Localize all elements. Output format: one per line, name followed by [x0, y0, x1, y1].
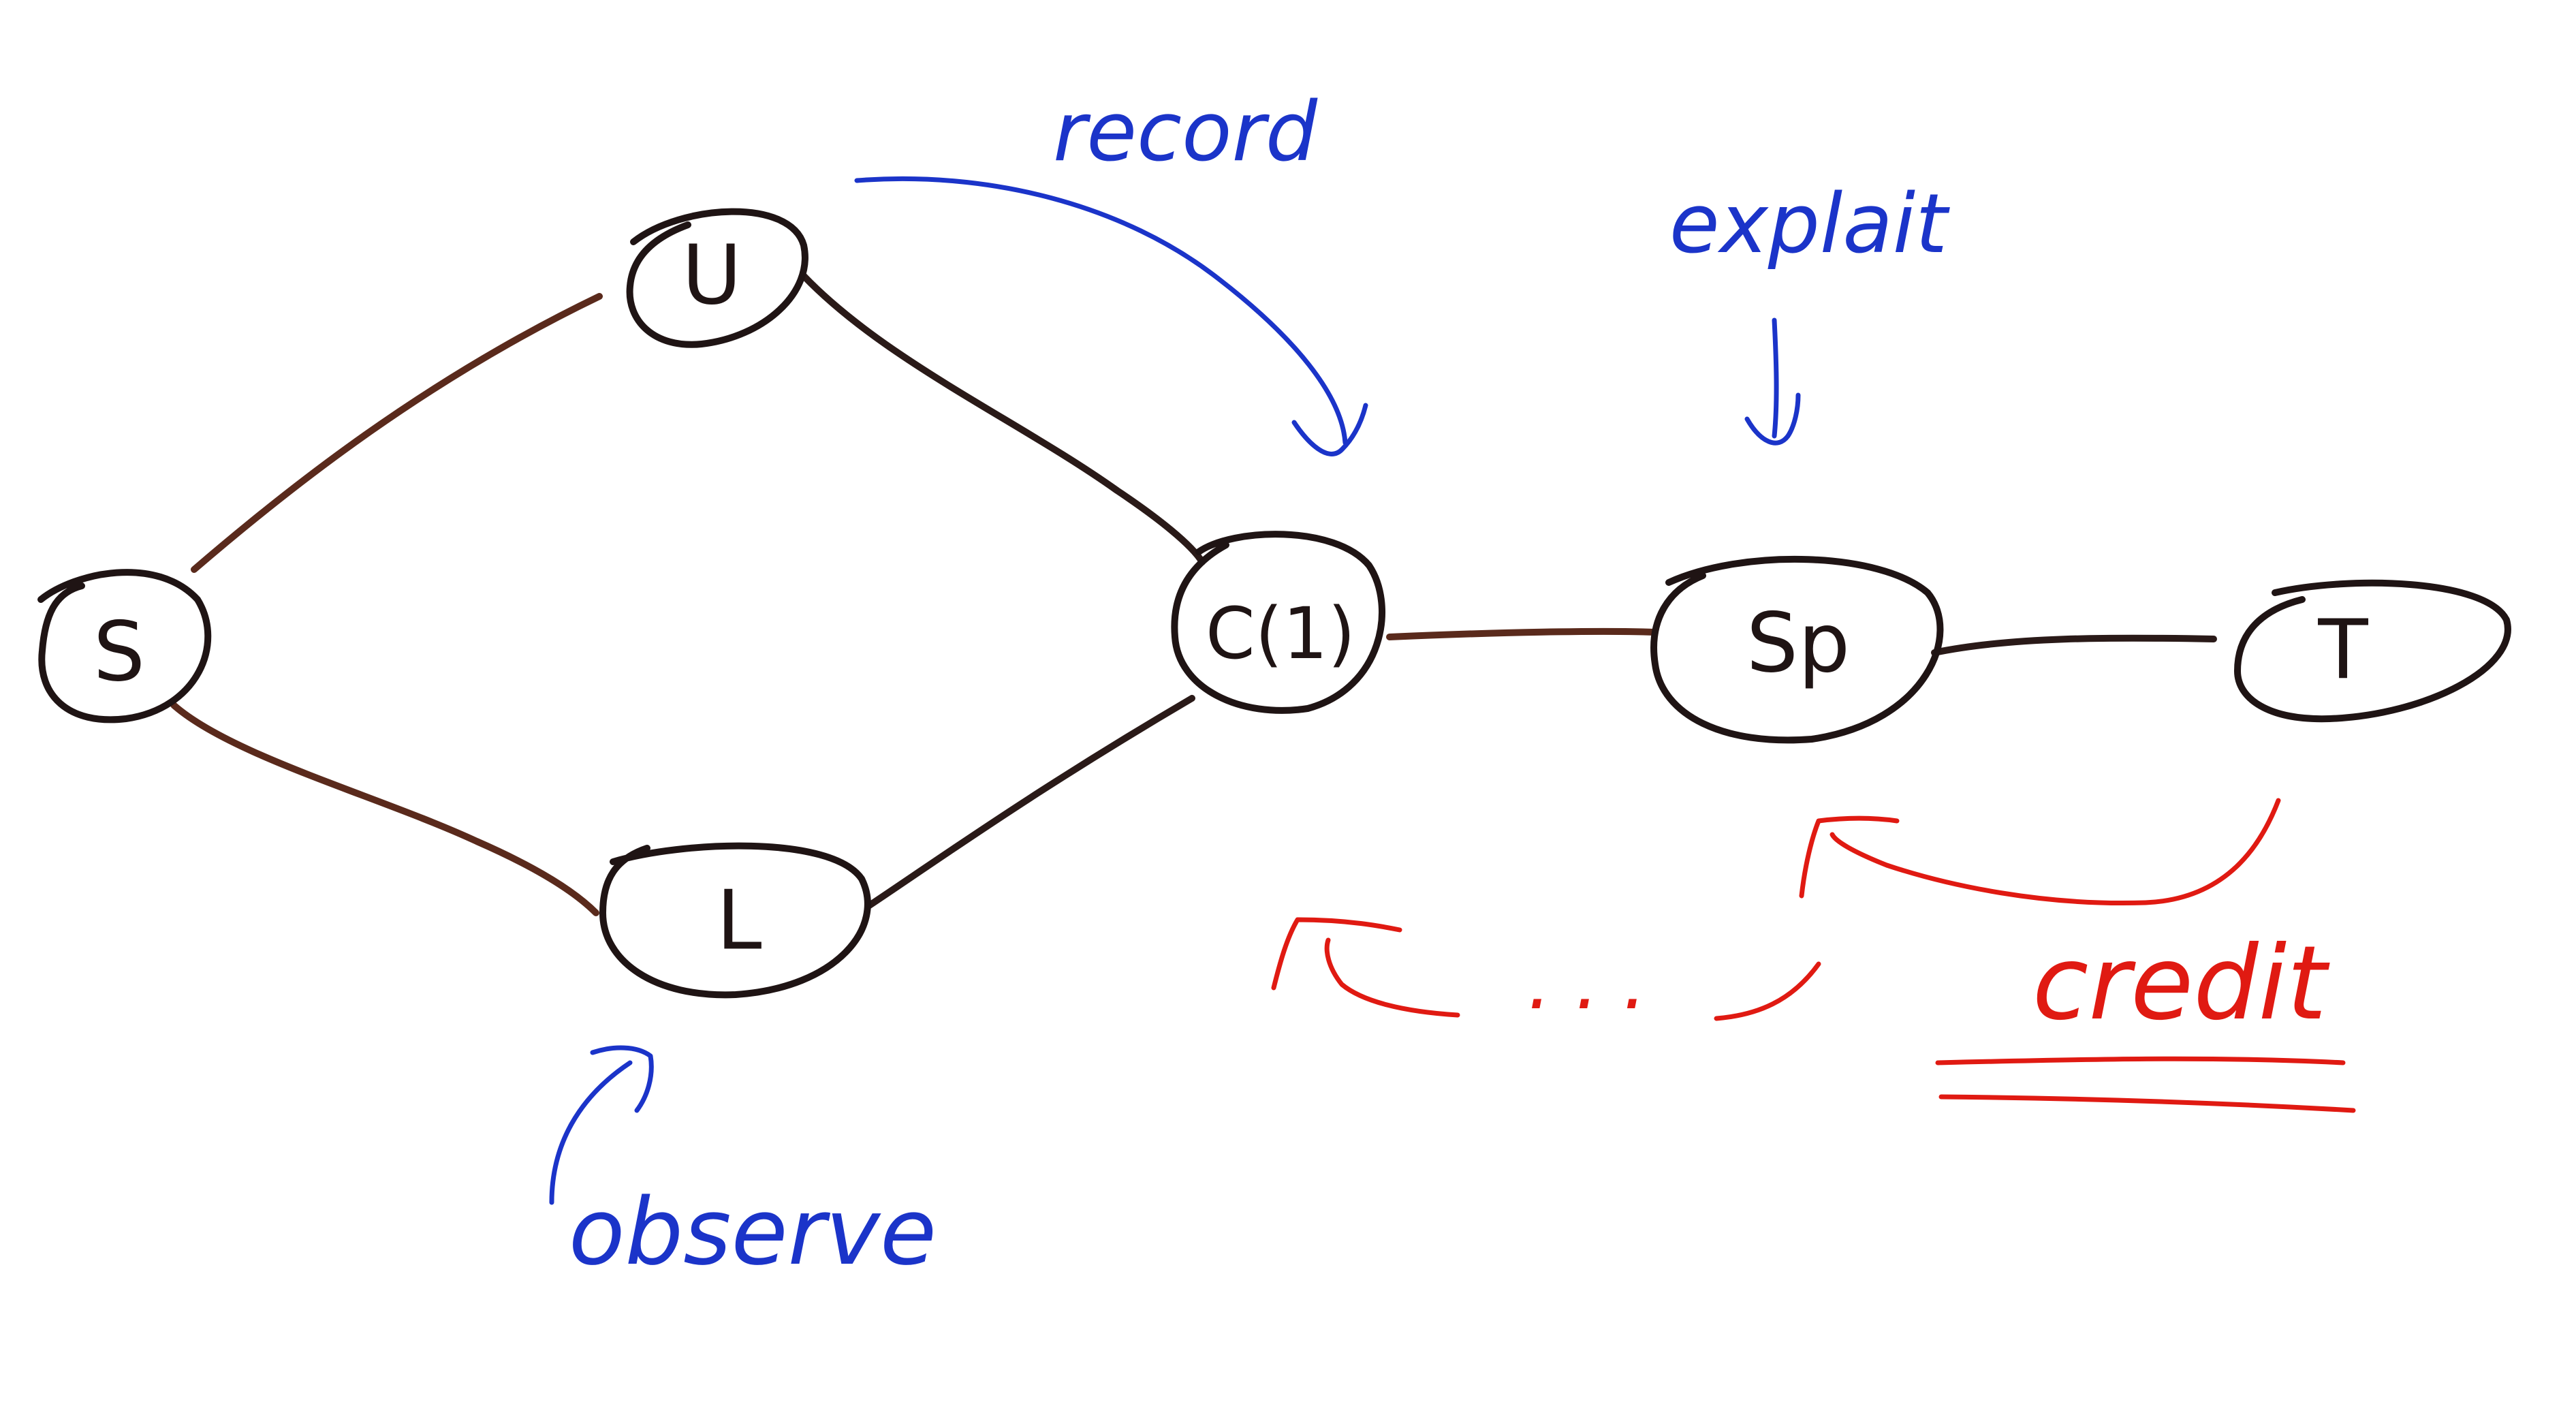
node-c-outline [1171, 531, 1385, 714]
edge-s-u [191, 293, 603, 573]
node-sp-label: Sp [1746, 597, 1850, 691]
explait-arrowhead-icon [1744, 392, 1801, 446]
node-u-outline [626, 208, 808, 348]
node-l-label: L [717, 874, 762, 969]
credit-underline-1 [1935, 1056, 2346, 1065]
node-l-outline [599, 842, 871, 999]
edge-l-c [865, 695, 1195, 909]
credit-underline-2 [1938, 1094, 2356, 1113]
node-t-outline [2234, 579, 2511, 723]
credit-back-arrow-icon [1714, 961, 1821, 1021]
explait-text: explait [1669, 177, 1950, 272]
credit-annotation: credit . . . [1271, 798, 2356, 1113]
node-s-outline [37, 569, 212, 723]
observe-arrowhead-icon [590, 1045, 654, 1113]
edge-c-sp [1386, 627, 1659, 640]
node-s: S [37, 569, 212, 723]
credit-arrowhead-icon [1799, 815, 1900, 899]
observe-text: observe [569, 1179, 937, 1286]
record-annotation: record [854, 85, 1368, 456]
record-text: record [1053, 85, 1318, 180]
explait-arrow-icon [1772, 317, 1779, 439]
edge-sp-t [1931, 634, 2217, 656]
credit-far-arrow-icon [1324, 937, 1460, 1018]
node-sp: Sp [1650, 555, 1944, 744]
node-sp-outline [1650, 555, 1944, 744]
node-c: C(1) [1171, 531, 1385, 714]
credit-arrow-icon [1829, 798, 2281, 905]
record-arrowhead-icon [1291, 403, 1368, 456]
credit-text: credit [2032, 924, 2330, 1043]
explait-annotation: explait [1669, 177, 1950, 446]
observe-annotation: observe [549, 1045, 937, 1286]
node-l: L [599, 842, 871, 999]
node-u-label: U [682, 229, 742, 324]
credit-far-arrowhead-icon [1271, 917, 1402, 991]
node-u: U [626, 208, 808, 348]
observe-arrow-icon [549, 1060, 633, 1205]
node-c-label: C(1) [1206, 592, 1355, 675]
credit-ellipsis: . . . [1528, 939, 1647, 1026]
edges [170, 272, 2217, 916]
record-arrow-icon [854, 176, 1348, 446]
node-t: T [2234, 579, 2511, 723]
node-t-label: T [2317, 604, 2368, 698]
node-s-label: S [93, 606, 145, 700]
edge-s-l [170, 702, 599, 916]
edge-u-c [800, 272, 1206, 565]
